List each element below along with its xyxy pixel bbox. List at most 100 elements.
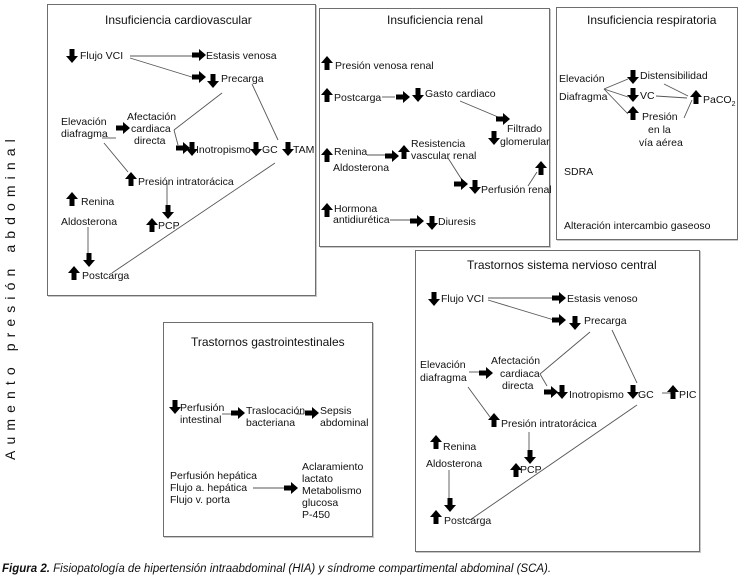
node-presion-venosa-renal: Presión venosa renal xyxy=(335,60,434,72)
node-postcarga: Postcarga xyxy=(82,270,130,282)
arrow-right-icon xyxy=(192,49,206,61)
node-sdra: SDRA xyxy=(564,166,594,178)
node-renina: Renina xyxy=(443,441,477,453)
node-diuresis: Diuresis xyxy=(438,216,476,228)
node-alteracion-intercambio: Alteración intercambio gaseoso xyxy=(564,220,711,232)
node-renina: Renina xyxy=(81,196,115,208)
node-afectacion: Afectación xyxy=(491,355,541,367)
box-title: Insuficiencia renal xyxy=(387,13,484,27)
arrow-up-icon xyxy=(321,88,333,102)
node-precarga: Precarga xyxy=(221,73,264,85)
node-estasis-venosa: Estasis venosa xyxy=(206,50,277,62)
node-p450: P-450 xyxy=(302,509,331,521)
box-title: Trastornos gastrointestinales xyxy=(191,335,345,349)
node-inotropismo: Inotropismo xyxy=(196,144,251,156)
arrow-right-icon xyxy=(305,407,319,419)
node-gasto-cardiaco: Gasto cardiaco xyxy=(425,88,496,100)
node-vascular-renal: vascular renal xyxy=(411,150,477,162)
node-flujo-v-porta: Flujo v. porta xyxy=(170,494,230,506)
node-pic: PIC xyxy=(679,389,697,401)
arrow-right-icon xyxy=(479,367,493,379)
paco2-text: PaCO xyxy=(703,94,732,106)
node-afectacion: Afectación xyxy=(127,111,177,123)
node-postcarga: Postcarga xyxy=(444,515,492,527)
arrow-right-icon xyxy=(116,122,130,134)
node-metabolismo: Metabolismo xyxy=(302,485,362,497)
node-lactato: lactato xyxy=(302,473,333,485)
node-sepsis: Sepsis xyxy=(320,405,352,417)
arrow-up-icon xyxy=(398,145,410,159)
node-glucosa: glucosa xyxy=(302,497,339,509)
node-inotropismo: Inotropismo xyxy=(569,389,624,401)
arrow-down-icon xyxy=(250,142,262,156)
node-aclaramiento: Aclaramiento xyxy=(302,461,364,473)
node-distensibilidad: Distensibilidad xyxy=(640,70,708,82)
box-title: Insuficiencia respiratoria xyxy=(587,13,717,27)
box-gastro xyxy=(163,322,373,537)
node-presion-intratoracica: Presión intratorácica xyxy=(501,418,597,430)
node-paco2: PaCO2 xyxy=(703,94,736,111)
arrow-down-icon xyxy=(627,70,639,84)
node-en-la: en la xyxy=(648,124,671,136)
node-perfusion-hepatica: Perfusión hepática xyxy=(170,470,257,482)
node-presion: Presión xyxy=(642,111,678,123)
node-gc: GC xyxy=(638,389,654,401)
arrow-right-icon xyxy=(396,91,410,103)
node-diafragma: Diafragma xyxy=(559,91,608,103)
node-estasis-venoso: Estasis venoso xyxy=(567,293,638,305)
node-elevacion: Elevación xyxy=(61,116,107,128)
arrow-up-icon xyxy=(125,172,137,186)
arrow-up-icon xyxy=(535,161,547,175)
node-via-aerea: vía aérea xyxy=(639,137,683,149)
arrow-up-icon xyxy=(68,266,80,280)
paco2-subscript: 2 xyxy=(731,101,736,109)
arrow-up-icon xyxy=(430,510,442,524)
node-flujo-vci: Flujo VCI xyxy=(441,293,485,305)
node-traslocacion: Traslocación xyxy=(246,405,306,417)
node-elevacion: Elevación xyxy=(420,359,466,371)
arrow-right-icon xyxy=(192,71,206,83)
node-antidiuretica: antidiurética xyxy=(333,214,390,226)
node-cardiaca: cardiaca xyxy=(500,368,540,380)
node-aldosterona: Aldosterona xyxy=(426,458,483,470)
node-tam: TAM xyxy=(293,144,315,156)
node-postcarga: Postcarga xyxy=(334,92,382,104)
node-abdominal: abdominal xyxy=(320,417,369,429)
arrow-right-icon xyxy=(454,178,468,190)
node-perfusion-renal: Perfusión renal xyxy=(481,184,552,196)
box-title: Insuficiencia cardiovascular xyxy=(105,13,252,27)
arrow-up-icon xyxy=(321,203,333,217)
figure-caption: Figura 2. Fisiopatología de hipertensión… xyxy=(2,563,551,575)
arrow-up-icon xyxy=(430,435,442,449)
node-hormona: Hormona xyxy=(334,203,378,215)
node-glomerular: glomerular xyxy=(500,136,550,148)
arrow-right-icon xyxy=(552,292,566,304)
arrow-down-icon xyxy=(524,450,536,464)
arrow-right-icon xyxy=(385,150,399,162)
node-perfusion: Perfusión xyxy=(180,402,225,414)
node-directa: directa xyxy=(134,135,166,147)
arrow-down-icon xyxy=(66,49,78,63)
arrow-down-icon xyxy=(428,292,440,306)
node-aldosterona: Aldosterona xyxy=(61,216,118,228)
node-gc: GC xyxy=(262,144,278,156)
arrow-right-icon xyxy=(410,215,424,227)
arrow-down-icon xyxy=(469,180,481,194)
node-precarga: Precarga xyxy=(584,315,627,327)
node-elevacion: Elevación xyxy=(559,73,605,85)
node-cardiaca: cardiaca xyxy=(131,123,171,135)
node-resistencia: Resistencia xyxy=(411,138,466,150)
node-aldosterona: Aldosterona xyxy=(333,162,390,174)
arrow-down-icon xyxy=(83,253,95,267)
arrow-up-icon xyxy=(667,385,679,399)
arrow-down-icon xyxy=(426,216,438,230)
arrow-up-icon xyxy=(321,56,333,70)
arrow-right-icon xyxy=(284,482,298,494)
arrow-down-icon xyxy=(207,74,219,88)
node-pcp: PCP xyxy=(158,220,180,232)
arrow-down-icon xyxy=(162,205,174,219)
arrow-right-icon xyxy=(231,407,245,419)
node-bacteriana: bacteriana xyxy=(246,417,296,429)
arrow-up-icon xyxy=(66,192,78,206)
arrow-up-icon xyxy=(488,413,500,427)
